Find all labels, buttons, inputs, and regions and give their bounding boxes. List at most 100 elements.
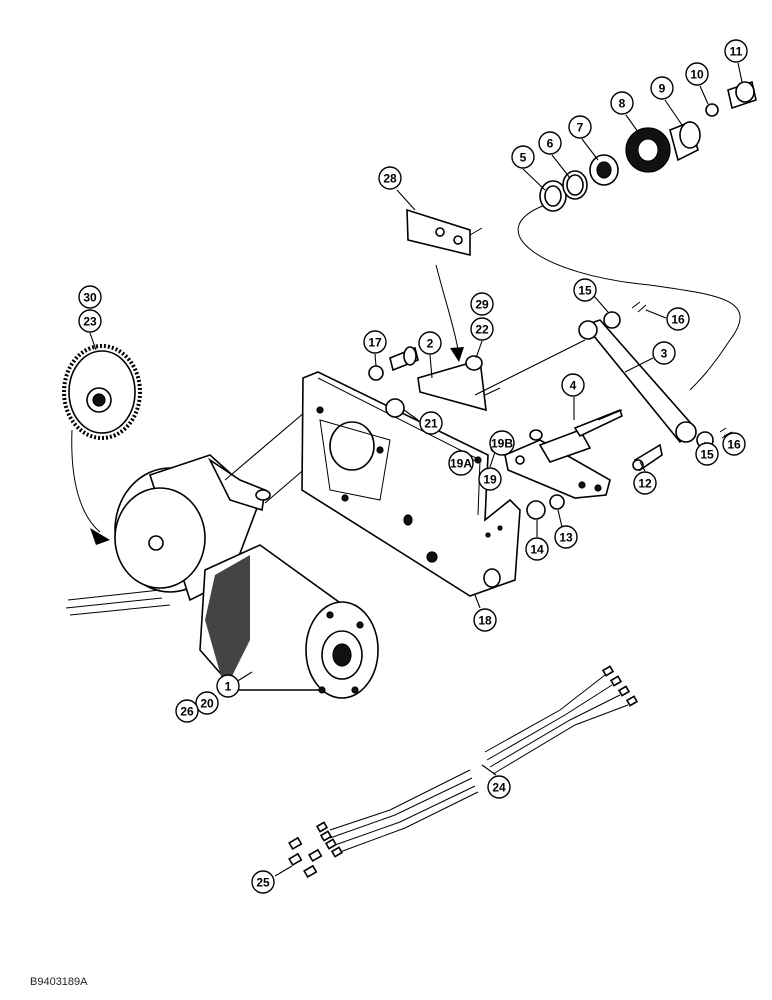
callout-26: 26 — [175, 699, 199, 723]
motor-wire — [65, 597, 163, 609]
callout-label: 28 — [383, 172, 397, 186]
callout-15: 15 — [573, 278, 597, 302]
callout-label: 9 — [659, 82, 666, 96]
callout-circle — [610, 91, 634, 115]
callout-circle — [666, 307, 690, 331]
gear-sprocket — [62, 344, 142, 440]
callout-circle — [538, 131, 562, 155]
callout-25: 25 — [251, 870, 275, 894]
callout-label: 23 — [83, 315, 97, 329]
callout-1: 1 — [216, 674, 240, 698]
callout-circle — [251, 870, 275, 894]
callout-label: 8 — [619, 97, 626, 111]
callout-24: 24 — [487, 775, 511, 799]
callout-28: 28 — [378, 166, 402, 190]
callout-label: 7 — [577, 121, 584, 135]
callout-3: 3 — [652, 341, 676, 365]
callout-label: 24 — [492, 781, 506, 795]
callout-circle — [554, 525, 578, 549]
callout-19a: 19A — [448, 450, 474, 476]
callout-circle — [724, 39, 748, 63]
callout-circle — [573, 278, 597, 302]
bracket-plate — [385, 355, 501, 418]
callout-circle — [78, 309, 102, 333]
cable-loop — [517, 204, 741, 391]
callout-circle — [511, 145, 535, 169]
callout-circle — [175, 699, 199, 723]
assembly-arrow — [435, 264, 459, 351]
assembly-arrow — [71, 429, 101, 533]
callout-label: 19 — [483, 473, 497, 487]
callout-14: 14 — [525, 537, 549, 561]
callout-circle — [478, 467, 502, 491]
callout-circle — [685, 62, 709, 86]
callout-10: 10 — [685, 62, 709, 86]
callout-5: 5 — [511, 145, 535, 169]
callout-4: 4 — [561, 373, 585, 397]
callout-circle — [489, 430, 515, 456]
callout-label: 15 — [700, 448, 714, 462]
callout-circle — [195, 691, 219, 715]
callout-17: 17 — [363, 330, 387, 354]
callout-label: 2 — [427, 337, 434, 351]
callout-label: 13 — [559, 531, 573, 545]
callout-22: 22 — [470, 317, 494, 341]
callout-circle — [418, 331, 442, 355]
callout-6: 6 — [538, 131, 562, 155]
callout-label: 20 — [200, 697, 214, 711]
callout-circle — [525, 537, 549, 561]
crank-arm — [504, 408, 623, 499]
wiper-motor — [199, 544, 379, 699]
callout-15: 15 — [695, 442, 719, 466]
callout-label: 21 — [424, 417, 438, 431]
callout-label: 18 — [478, 614, 492, 628]
callout-label: 19A — [450, 457, 472, 471]
callout-19: 19 — [478, 467, 502, 491]
callout-circle — [470, 292, 494, 316]
callout-label: 22 — [475, 323, 489, 337]
callout-7: 7 — [568, 115, 592, 139]
assembly-arrowhead — [450, 347, 464, 362]
callout-label: 3 — [661, 347, 668, 361]
callout-label: 29 — [475, 298, 489, 312]
callout-21: 21 — [419, 411, 443, 435]
callout-circle — [487, 775, 511, 799]
callout-label: 6 — [547, 137, 554, 151]
callout-label: 26 — [180, 705, 194, 719]
callout-11: 11 — [724, 39, 748, 63]
callout-circle — [652, 341, 676, 365]
callout-label: 15 — [578, 284, 592, 298]
callout-circle — [473, 608, 497, 632]
callout-circle — [470, 317, 494, 341]
callout-19b: 19B — [489, 430, 515, 456]
ball-joint — [632, 443, 663, 472]
callout-circle — [695, 442, 719, 466]
callout-leaders — [89, 62, 743, 877]
callout-label: 16 — [671, 313, 685, 327]
callout-label: 4 — [570, 379, 577, 393]
motor-wire — [67, 589, 161, 601]
callout-12: 12 — [633, 471, 657, 495]
mounting-bracket — [301, 371, 521, 597]
callout-label: 19B — [491, 437, 513, 451]
callout-label: 12 — [638, 477, 652, 491]
cover-plate — [406, 208, 483, 257]
callout-label: 14 — [530, 543, 544, 557]
callout-16: 16 — [666, 307, 690, 331]
callout-label: 10 — [690, 68, 704, 82]
callout-circle — [633, 471, 657, 495]
callout-circle — [419, 411, 443, 435]
callout-circle — [216, 674, 240, 698]
callout-2: 2 — [418, 331, 442, 355]
callout-18: 18 — [473, 608, 497, 632]
callout-9: 9 — [650, 76, 674, 100]
callout-circle — [378, 166, 402, 190]
callout-label: 30 — [83, 291, 97, 305]
callout-circle — [650, 76, 674, 100]
callout-label: 5 — [520, 151, 527, 165]
callout-circle — [78, 285, 102, 309]
callout-label: 16 — [727, 438, 741, 452]
callout-label: 11 — [730, 45, 743, 59]
seal-stack — [539, 80, 757, 212]
